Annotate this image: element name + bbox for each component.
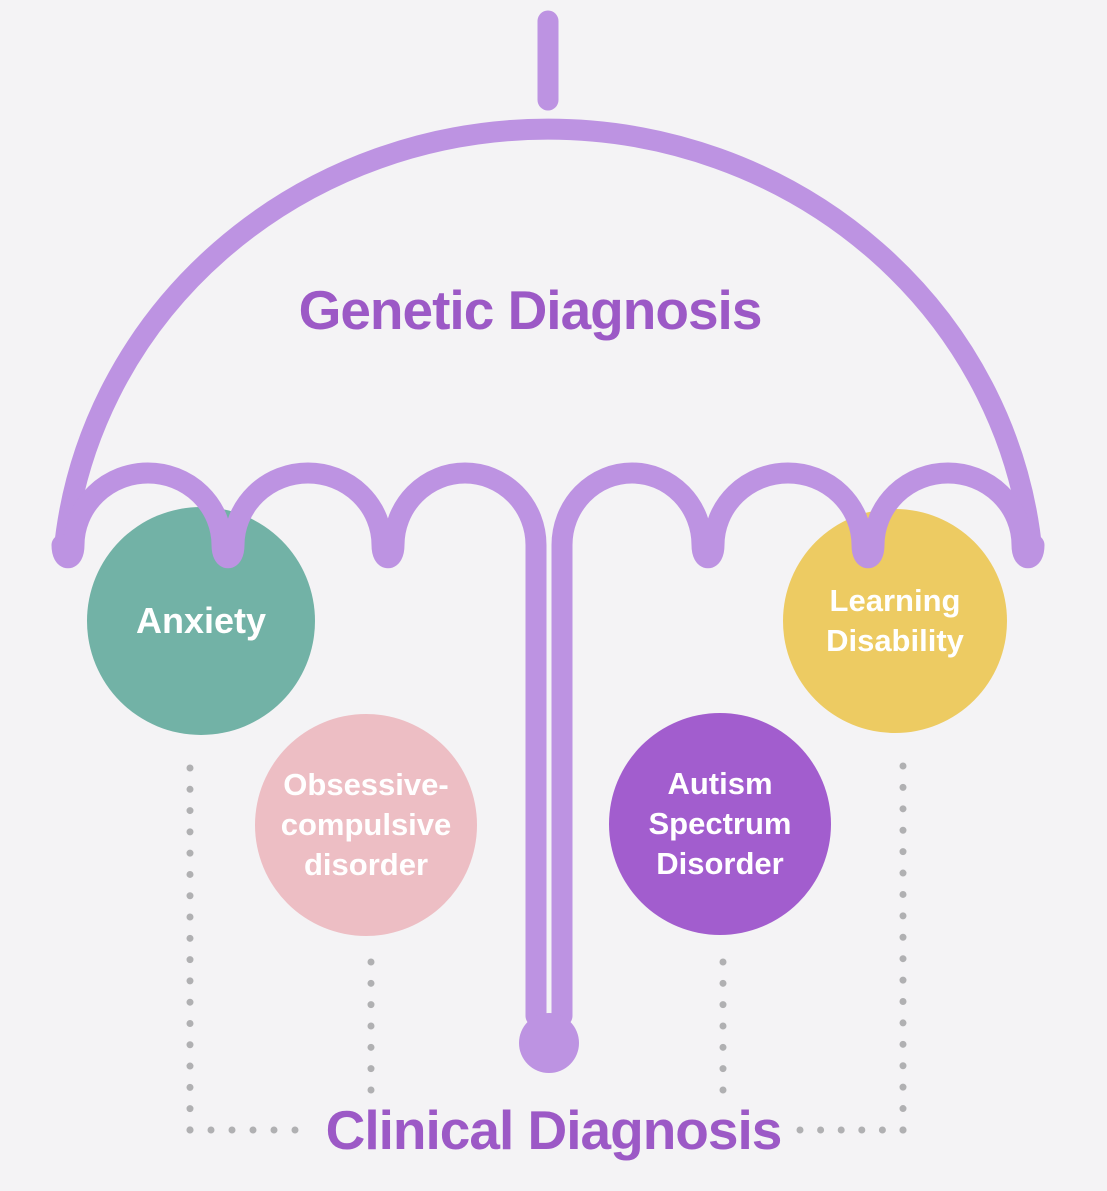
circle-anxiety: Anxiety bbox=[87, 507, 315, 735]
circle-ld-label-line1: Learning bbox=[829, 583, 961, 618]
circle-anxiety-label: Anxiety bbox=[135, 600, 267, 641]
circle-asd-label-line2: Spectrum bbox=[648, 806, 792, 841]
umbrella-handle-ball-icon bbox=[519, 1013, 579, 1073]
clinical-diagnosis-title: Clinical Diagnosis bbox=[325, 1099, 783, 1161]
circle-ocd-label-line2: compulsive bbox=[280, 807, 452, 842]
circle-asd-label-line3: Disorder bbox=[656, 846, 784, 881]
genetic-diagnosis-title: Genetic Diagnosis bbox=[298, 279, 763, 341]
circle-ocd-label-line3: disorder bbox=[303, 847, 429, 882]
circle-asd-label-line1: Autism bbox=[667, 766, 773, 801]
circle-ocd-label-line1: Obsessive- bbox=[283, 767, 449, 802]
circle-ld-label-line2: Disability bbox=[826, 623, 964, 658]
circle-autism-spectrum-disorder: Autism Spectrum Disorder bbox=[609, 713, 831, 935]
circle-obsessive-compulsive-disorder: Obsessive- compulsive disorder bbox=[255, 714, 477, 936]
circle-learning-disability: Learning Disability bbox=[783, 509, 1007, 733]
